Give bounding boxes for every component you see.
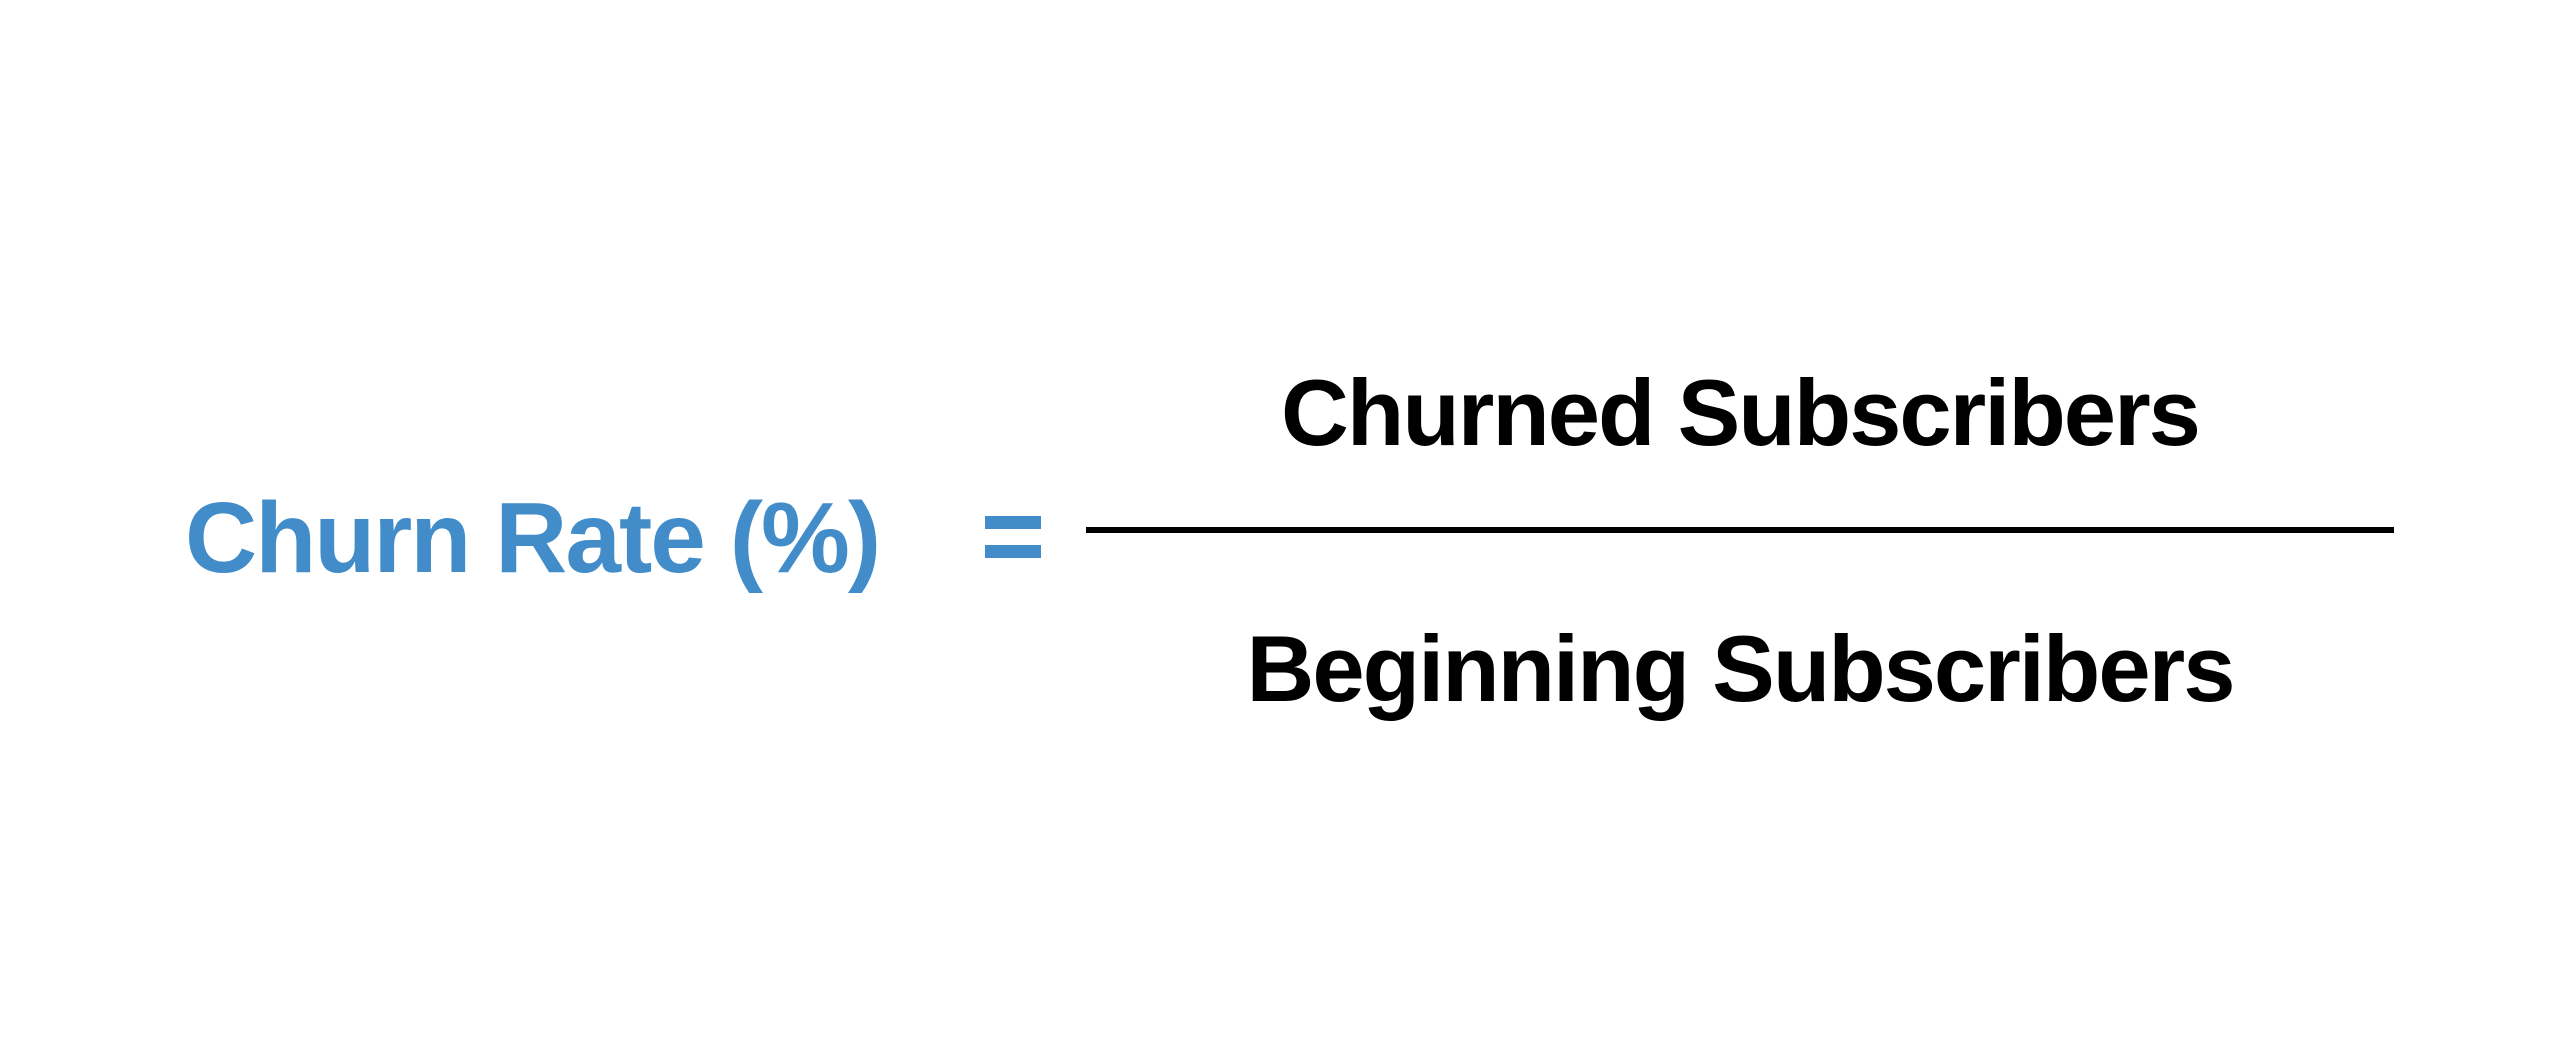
fraction-bar [1086, 527, 2394, 533]
formula-numerator: Churned Subscribers [1281, 360, 2201, 465]
formula-lhs-churn-rate: Churn Rate (%) [185, 482, 881, 594]
equals-bar-bottom [985, 545, 1041, 558]
equals-sign [985, 516, 1041, 558]
equals-bar-top [985, 516, 1041, 529]
formula-denominator: Beginning Subscribers [1246, 616, 2236, 721]
